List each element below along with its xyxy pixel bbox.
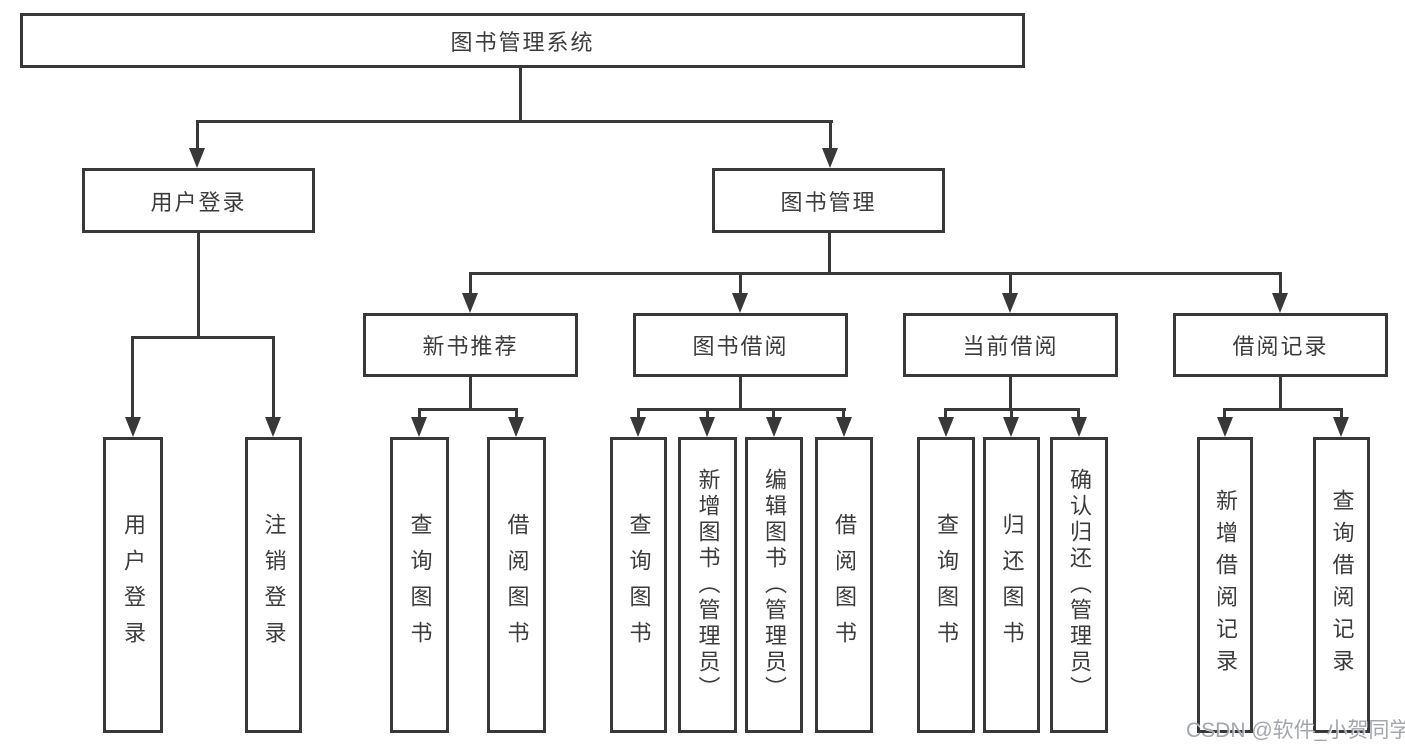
leaf-user-login-label: 用户登录 — [121, 513, 146, 657]
arrowhead-down-icon — [699, 417, 715, 437]
connector-new-book-rec-trunk — [469, 377, 472, 408]
node-book-borrow: 图书借阅 — [633, 313, 848, 377]
connector-drop-borrow-record — [1279, 272, 1282, 295]
connector-drop-leaf — [1340, 408, 1343, 419]
arrowhead-down-icon — [265, 417, 281, 437]
leaf-edit-book: 编辑图书（管理员） — [745, 437, 803, 733]
arrowhead-down-icon — [630, 417, 646, 437]
leaf-add-book: 新增图书（管理员） — [678, 437, 737, 733]
connector-user-login-bar — [131, 336, 275, 339]
node-book-mgmt-label: 图书管理 — [780, 189, 877, 215]
node-new-book-rec-label: 新书推荐 — [422, 334, 519, 359]
node-user-login: 用户登录 — [82, 168, 315, 233]
leaf-query-book-3: 查询图书 — [917, 437, 975, 733]
node-new-book-rec: 新书推荐 — [363, 313, 578, 377]
arrowhead-down-icon — [462, 293, 478, 313]
leaf-add-book-label: 新增图书（管理员） — [695, 468, 721, 702]
node-book-mgmt: 图书管理 — [712, 168, 945, 233]
connector-drop-leaf — [637, 408, 640, 419]
connector-current-borrow-trunk — [1009, 377, 1012, 408]
connector-drop-current-borrow — [1009, 272, 1012, 295]
leaf-borrow-book-1-label: 借阅图书 — [504, 513, 530, 657]
connector-book-borrow-bar — [637, 408, 846, 411]
node-book-borrow-label: 图书借阅 — [692, 334, 789, 359]
leaf-query-book-1-label: 查询图书 — [407, 513, 433, 657]
arrowhead-down-icon — [1272, 293, 1288, 313]
leaf-query-book-3-label: 查询图书 — [934, 513, 959, 657]
connector-drop-leaf — [706, 408, 709, 419]
connector-drop-book-borrow — [739, 272, 742, 295]
connector-drop-leaf — [944, 408, 947, 419]
connector-drop-leaf — [1223, 408, 1226, 419]
connector-new-book-rec-bar — [418, 408, 518, 411]
leaf-query-book-1: 查询图书 — [390, 437, 449, 733]
connector-drop-leaf — [1010, 408, 1013, 419]
node-root-label: 图书管理系统 — [450, 29, 595, 55]
arrowhead-down-icon — [836, 417, 852, 437]
arrowhead-down-icon — [732, 293, 748, 313]
leaf-add-record-label: 新增借阅记录 — [1213, 489, 1238, 681]
leaf-query-record: 查询借阅记录 — [1313, 437, 1370, 733]
node-root: 图书管理系统 — [20, 13, 1025, 68]
leaf-add-record: 新增借阅记录 — [1197, 437, 1253, 733]
connector-drop-leaf — [515, 408, 518, 419]
arrowhead-down-icon — [822, 148, 838, 168]
leaf-query-book-2-label: 查询图书 — [626, 513, 652, 657]
arrowhead-down-icon — [1217, 417, 1233, 437]
leaf-logout: 注销登录 — [245, 437, 302, 733]
connector-book-mgmt-trunk — [828, 233, 831, 272]
connector-drop-leaf-logout — [272, 336, 275, 419]
connector-root-bar — [196, 120, 833, 123]
leaf-borrow-book-1: 借阅图书 — [487, 437, 546, 733]
node-user-login-label: 用户登录 — [150, 189, 247, 215]
leaf-edit-book-label: 编辑图书（管理员） — [762, 468, 787, 702]
node-borrow-record-label: 借阅记录 — [1232, 334, 1329, 359]
connector-drop-book-mgmt — [829, 120, 832, 150]
node-current-borrow-label: 当前借阅 — [962, 334, 1059, 359]
node-borrow-record: 借阅记录 — [1173, 313, 1388, 377]
connector-drop-user-login — [196, 120, 199, 150]
connector-book-mgmt-bar — [469, 272, 1282, 275]
node-current-borrow: 当前借阅 — [903, 313, 1118, 377]
connector-drop-leaf — [842, 408, 845, 419]
leaf-query-record-label: 查询借阅记录 — [1329, 489, 1355, 681]
connector-drop-leaf — [1077, 408, 1080, 419]
arrowhead-down-icon — [1333, 417, 1349, 437]
leaf-query-book-2: 查询图书 — [610, 437, 667, 733]
leaf-user-login: 用户登录 — [103, 437, 163, 733]
leaf-return-book: 归还图书 — [983, 437, 1040, 733]
arrowhead-down-icon — [766, 417, 782, 437]
connector-borrow-record-trunk — [1279, 377, 1282, 408]
leaf-confirm-return: 确认归还（管理员） — [1050, 437, 1108, 733]
leaf-borrow-book-2: 借阅图书 — [815, 437, 873, 733]
leaf-borrow-book-2-label: 借阅图书 — [832, 513, 857, 657]
leaf-return-book-label: 归还图书 — [999, 513, 1025, 657]
connector-drop-new-book-rec — [469, 272, 472, 295]
connector-root-trunk — [519, 68, 522, 120]
leaf-logout-label: 注销登录 — [261, 513, 287, 657]
connector-user-login-trunk — [197, 233, 200, 336]
connector-drop-leaf — [418, 408, 421, 419]
arrowhead-down-icon — [508, 417, 524, 437]
arrowhead-down-icon — [1071, 417, 1087, 437]
connector-drop-leaf — [772, 408, 775, 419]
connector-book-borrow-trunk — [739, 377, 742, 408]
connector-drop-leaf-user-login — [131, 336, 134, 419]
arrowhead-down-icon — [189, 148, 205, 168]
arrowhead-down-icon — [1003, 417, 1019, 437]
leaf-confirm-return-label: 确认归还（管理员） — [1067, 468, 1092, 702]
connector-borrow-record-bar — [1223, 408, 1343, 411]
arrowhead-down-icon — [125, 417, 141, 437]
arrowhead-down-icon — [411, 417, 427, 437]
arrowhead-down-icon — [938, 417, 954, 437]
arrowhead-down-icon — [1002, 293, 1018, 313]
